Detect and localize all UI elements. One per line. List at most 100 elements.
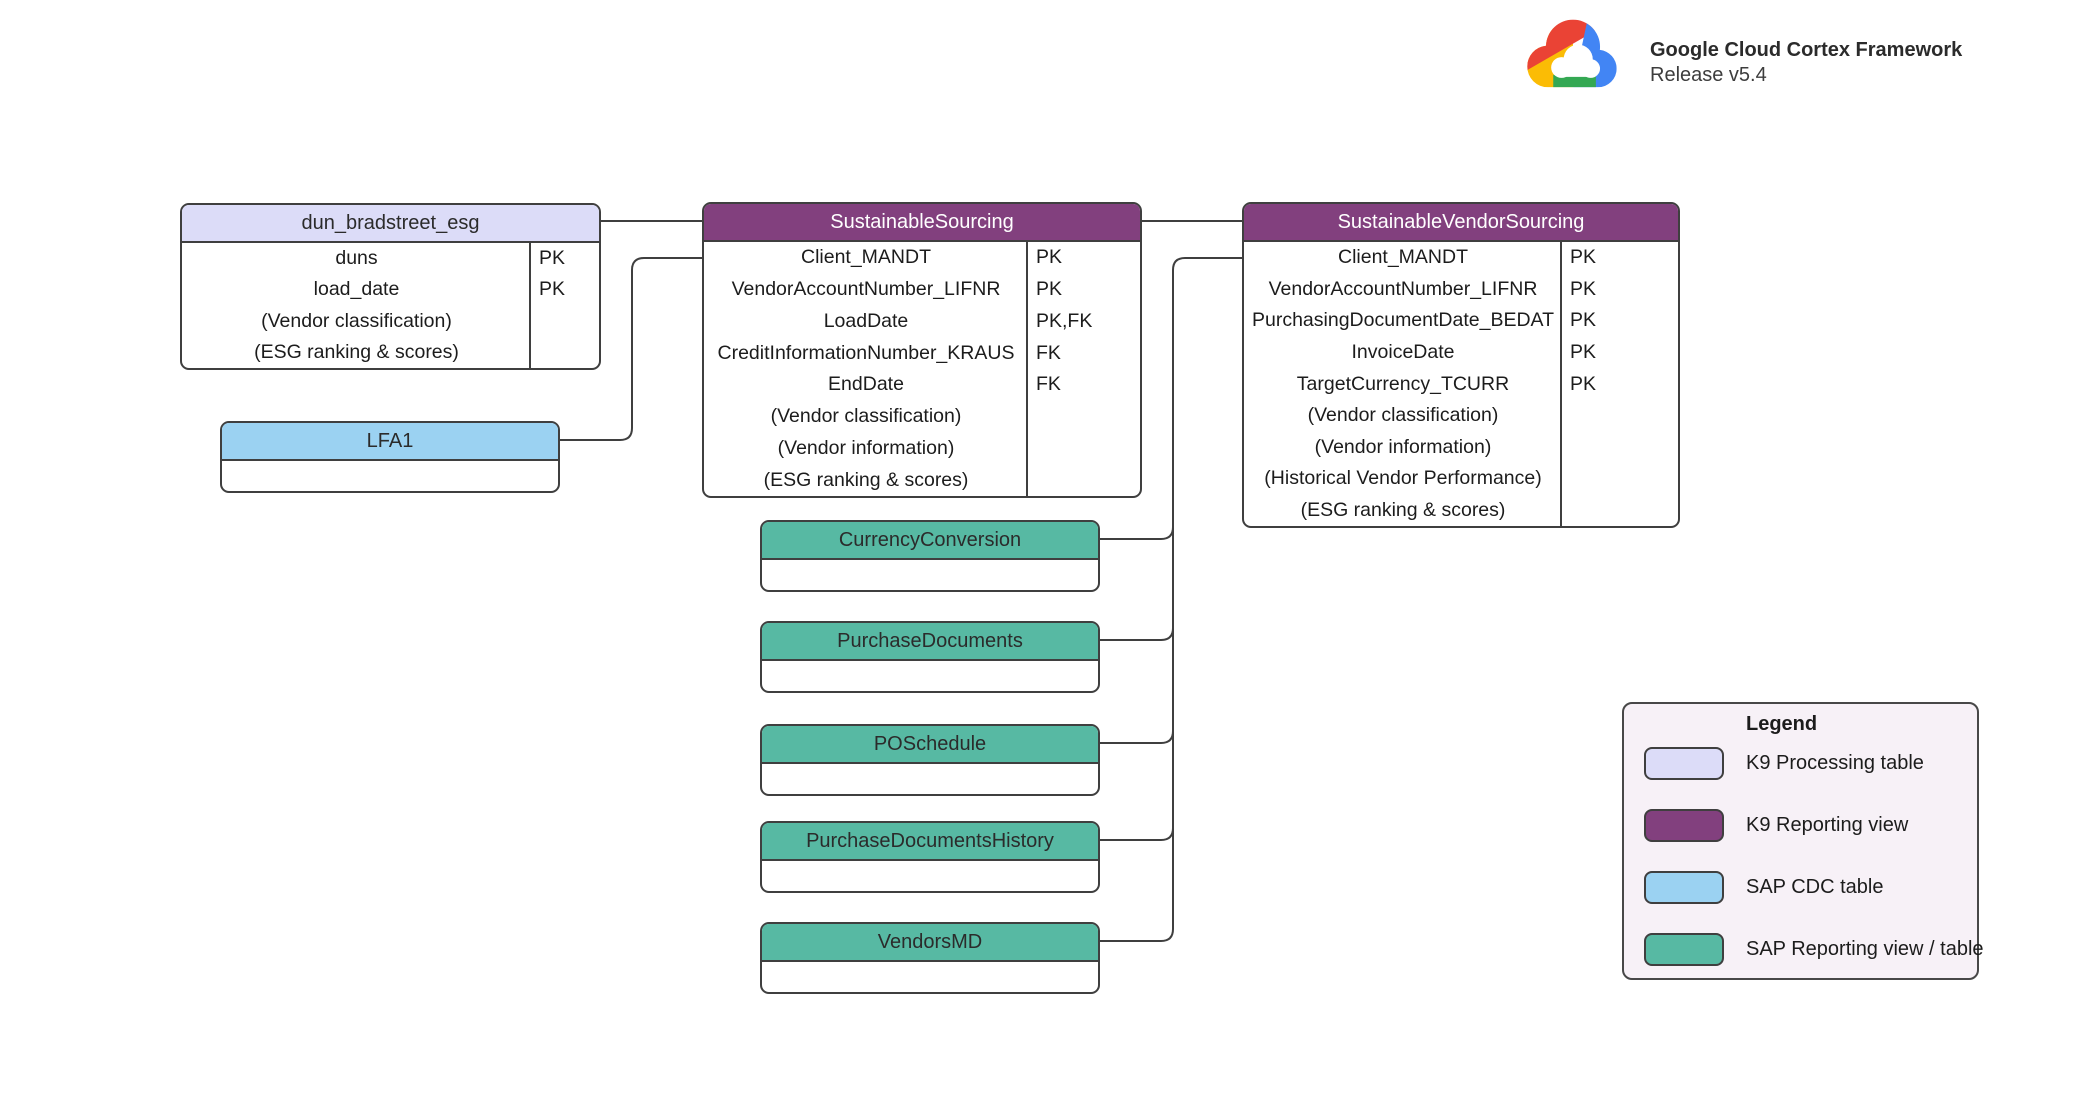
table-row: (ESG ranking & scores) xyxy=(1244,495,1678,527)
table-header: VendorsMD xyxy=(762,924,1098,962)
field-name: VendorAccountNumber_LIFNR xyxy=(731,278,1001,301)
edge-purchasedocumentshistory-branch xyxy=(1099,827,1174,841)
field-name: Client_MANDT xyxy=(1337,246,1469,269)
entity-table-lfa1: LFA1 xyxy=(220,421,560,493)
table-header: POSchedule xyxy=(762,726,1098,764)
brand-subtitle: Release v5.4 xyxy=(1650,64,1767,86)
table-body xyxy=(762,560,1098,590)
table-row: (Vendor classification) xyxy=(704,401,1140,433)
key-indicator: FK xyxy=(1036,373,1061,396)
field-name: (Vendor classification) xyxy=(770,405,962,428)
table-row: load_date PK xyxy=(182,274,599,305)
entity-table-currencyconversion: CurrencyConversion xyxy=(760,520,1100,592)
key-indicator: PK xyxy=(539,278,566,301)
key-indicator: PK xyxy=(1570,277,1597,300)
legend-swatch-sap_reporting xyxy=(1644,933,1724,966)
table-row: VendorAccountNumber_LIFNR PK xyxy=(1244,274,1678,306)
entity-table-purchasedocuments: PurchaseDocuments xyxy=(760,621,1100,693)
table-header: LFA1 xyxy=(222,423,558,461)
field-name: PurchasingDocumentDate_BEDAT xyxy=(1251,309,1555,332)
table-header: dun_bradstreet_esg xyxy=(182,205,599,243)
table-body xyxy=(762,661,1098,691)
table-row: (Vendor classification) xyxy=(1244,400,1678,432)
key-indicator: PK xyxy=(539,247,566,270)
table-body xyxy=(762,764,1098,794)
table-row: LoadDate PK,FK xyxy=(704,306,1140,338)
legend-label: K9 Processing table xyxy=(1746,752,1924,774)
table-header: SustainableSourcing xyxy=(704,204,1140,242)
table-row: (Vendor information) xyxy=(1244,431,1678,463)
google-cloud-logo-icon xyxy=(1527,19,1617,88)
table-row: (ESG ranking & scores) xyxy=(704,464,1140,496)
legend-item: SAP CDC table xyxy=(1644,871,1977,904)
table-header: PurchaseDocumentsHistory xyxy=(762,823,1098,861)
table-body: Client_MANDT PK VendorAccountNumber_LIFNR P… xyxy=(1244,242,1678,526)
field-name: (Vendor classification) xyxy=(261,309,452,332)
key-indicator: FK xyxy=(1036,341,1061,364)
field-name: EndDate xyxy=(828,373,904,396)
table-row: InvoiceDate PK xyxy=(1244,337,1678,369)
key-indicator: PK xyxy=(1570,246,1597,269)
edge-trunk-vendorsmd-to-vendorsourcing xyxy=(1099,257,1242,942)
field-name: (ESG ranking & scores) xyxy=(254,340,459,363)
brand-text: Google Cloud Cortex Framework Release v5… xyxy=(1650,38,1962,87)
legend-title: Legend xyxy=(1746,713,1818,735)
table-row: EndDate FK xyxy=(704,369,1140,401)
field-name: (Vendor information) xyxy=(1314,435,1492,458)
legend-swatch-k9_reporting xyxy=(1644,809,1724,842)
field-name: CreditInformationNumber_KRAUS xyxy=(717,341,1015,364)
field-name: (ESG ranking & scores) xyxy=(763,468,969,491)
legend-label: SAP Reporting view / table xyxy=(1746,938,1984,960)
field-name: duns xyxy=(335,247,378,270)
entity-table-sustainablesourcing: SustainableSourcing Client_MANDT PK Vendor… xyxy=(702,202,1142,498)
field-name: TargetCurrency_TCURR xyxy=(1296,372,1510,395)
field-name: Client_MANDT xyxy=(800,246,932,269)
brand-title: Google Cloud Cortex Framework xyxy=(1650,39,1963,61)
entity-table-poschedule: POSchedule xyxy=(760,724,1100,796)
field-name: (Vendor classification) xyxy=(1307,404,1499,427)
table-row: CreditInformationNumber_KRAUS FK xyxy=(704,337,1140,369)
legend: Legend K9 Processing table K9 Reporting v… xyxy=(1622,702,1984,980)
key-indicator: PK xyxy=(1570,340,1597,363)
edge-currencyconversion-branch xyxy=(1099,526,1174,540)
column-divider xyxy=(1026,242,1028,496)
field-name: load_date xyxy=(313,278,400,301)
table-row: Client_MANDT PK xyxy=(704,242,1140,274)
table-header: CurrencyConversion xyxy=(762,522,1098,560)
field-name: (Vendor information) xyxy=(777,436,955,459)
column-divider xyxy=(1560,242,1562,526)
entity-table-vendorsmd: VendorsMD xyxy=(760,922,1100,994)
field-name: (ESG ranking & scores) xyxy=(1300,498,1506,521)
column-divider xyxy=(529,243,531,368)
table-header: PurchaseDocuments xyxy=(762,623,1098,661)
edge-poschedule-branch xyxy=(1099,730,1174,744)
legend-item: SAP Reporting view / table xyxy=(1644,933,1984,966)
table-row: (Vendor classification) xyxy=(182,306,599,337)
table-body xyxy=(762,962,1098,992)
table-row: (ESG ranking & scores) xyxy=(182,337,599,368)
key-indicator: PK,FK xyxy=(1036,309,1093,332)
table-row: duns PK xyxy=(182,243,599,274)
field-name: VendorAccountNumber_LIFNR xyxy=(1268,277,1538,300)
key-indicator: PK xyxy=(1570,372,1597,395)
field-name: InvoiceDate xyxy=(1351,340,1455,363)
edge-purchasedocuments-branch xyxy=(1099,627,1174,641)
field-name: LoadDate xyxy=(823,309,909,332)
legend-swatch-sap_cdc xyxy=(1644,871,1724,904)
key-indicator: PK xyxy=(1036,246,1063,269)
field-name: (Historical Vendor Performance) xyxy=(1264,467,1542,490)
table-row: (Historical Vendor Performance) xyxy=(1244,463,1678,495)
legend-item: K9 Reporting view xyxy=(1644,809,1977,842)
table-row: Client_MANDT PK xyxy=(1244,242,1678,274)
table-row: (Vendor information) xyxy=(704,433,1140,465)
entity-table-purchasedocumentshistory: PurchaseDocumentsHistory xyxy=(760,821,1100,893)
